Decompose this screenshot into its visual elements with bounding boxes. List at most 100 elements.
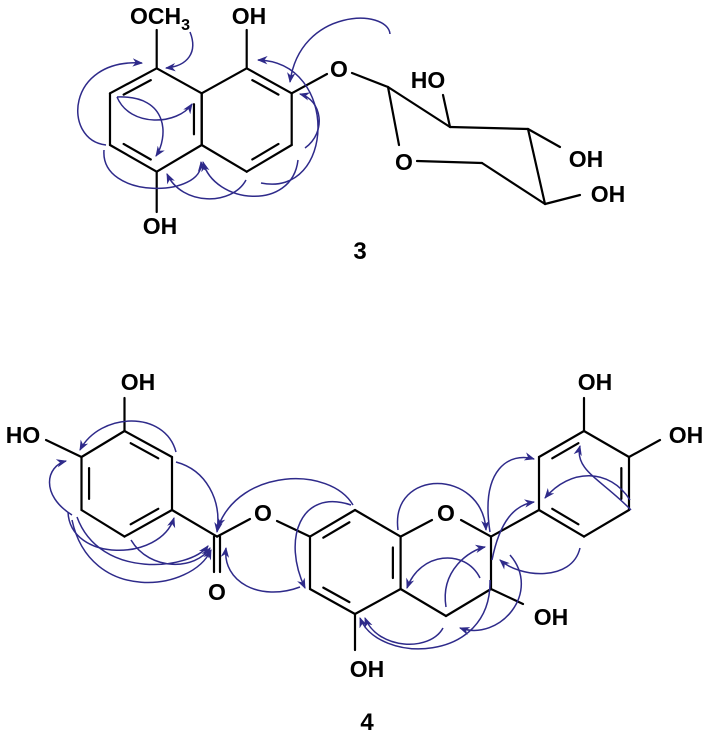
- hmbc-correlation-arrow: [77, 58, 144, 146]
- bond: [399, 587, 448, 618]
- hmbc-correlation-arrow: [164, 31, 194, 72]
- hmbc-correlation-arrow: [544, 475, 631, 501]
- ring-bond: [353, 508, 402, 538]
- double-bond-line: [129, 507, 160, 526]
- double-bond-line: [122, 142, 152, 161]
- bond: [526, 127, 547, 206]
- double-bond-line: [551, 507, 580, 526]
- hmbc-correlation-arrow: [294, 501, 352, 589]
- hmbc-correlation-arrow: [67, 511, 176, 551]
- bond: [627, 438, 662, 459]
- double-bond-line: [129, 442, 160, 460]
- glycosidic-o-label: O: [330, 56, 348, 82]
- ring-bond: [155, 67, 203, 95]
- hmbc-correlation-arrow: [79, 420, 177, 453]
- oh-c5-label: OH: [143, 213, 178, 239]
- bond: [441, 93, 452, 129]
- compound-number: 4: [360, 709, 374, 736]
- bond: [489, 508, 541, 538]
- hmbc-correlation-arrow: [76, 516, 209, 566]
- ring-bond: [353, 587, 402, 616]
- bond: [44, 438, 83, 459]
- ring-bond: [582, 429, 631, 459]
- bond: [350, 71, 390, 89]
- sugar-oh-label: OH: [591, 181, 626, 207]
- hmbc-correlation-arrow: [175, 461, 223, 534]
- hmbc-correlation-arrow: [166, 173, 247, 200]
- galloyl-ho-label: HO: [6, 422, 41, 448]
- ring-bond: [537, 508, 586, 538]
- hmbc-correlation-arrow: [406, 557, 481, 589]
- bond: [480, 161, 547, 206]
- ring-o-label: O: [437, 500, 455, 526]
- bond: [386, 85, 452, 129]
- bond: [415, 159, 484, 165]
- bond: [290, 72, 329, 95]
- sugar-ho-label: HO: [411, 67, 446, 93]
- ester-o-label: O: [254, 500, 272, 526]
- ring-bond: [308, 508, 357, 538]
- ring-bond: [200, 67, 248, 95]
- bond: [489, 587, 525, 606]
- sugar-ring-o-label: O: [395, 149, 413, 175]
- ring-bond: [582, 508, 631, 538]
- ring-bond: [123, 429, 174, 459]
- hmbc-correlation-arrow: [71, 519, 212, 584]
- bond: [275, 519, 312, 538]
- methoxy-label: OCH3: [130, 3, 190, 34]
- ring-bond: [108, 67, 158, 95]
- ring-bond: [123, 508, 174, 538]
- oh-4prime-label: OH: [669, 422, 704, 448]
- hmbc-correlation-arrow: [298, 92, 320, 149]
- hmbc-correlation-arrow: [220, 546, 301, 593]
- hmbc-correlation-arrow: [130, 539, 211, 566]
- hmbc-correlation-arrow: [364, 617, 444, 645]
- compound-4: OH HO O O O OH OH OH OH 4: [6, 369, 704, 736]
- double-bond-line: [122, 79, 152, 96]
- hmbc-correlation-arrow: [201, 159, 299, 197]
- hmbc-correlation-arrow: [444, 544, 487, 608]
- bond: [215, 517, 252, 538]
- hmbc-correlation-arrow: [359, 579, 491, 650]
- oh-5-label: OH: [350, 656, 385, 682]
- hmbc-correlation-arrow: [499, 547, 581, 575]
- ring-bond: [80, 429, 126, 459]
- hmbc-correlation-arrow: [103, 149, 207, 189]
- bond: [170, 508, 219, 538]
- hmbc-correlation-arrow: [48, 459, 73, 516]
- double-bond-line: [251, 79, 280, 96]
- ring-bond: [245, 67, 293, 95]
- bond: [543, 193, 582, 206]
- ring-bond: [245, 143, 293, 173]
- ring-bond: [155, 143, 203, 173]
- carbonyl-o-label: O: [208, 579, 226, 605]
- hmbc-correlation-arrow: [396, 482, 490, 532]
- bond: [386, 85, 401, 147]
- bond: [444, 587, 493, 618]
- hmbc-correlation-arrow: [116, 96, 165, 157]
- compound-number: 3: [353, 238, 366, 265]
- sugar-oh-label: OH: [569, 146, 604, 172]
- hmbc-correlation-arrow: [217, 478, 354, 528]
- ring-bond: [308, 587, 357, 616]
- double-bond-line: [322, 586, 351, 604]
- ring-bond: [108, 143, 158, 173]
- bond: [448, 125, 530, 131]
- hmbc-correlation-arrow: [487, 452, 536, 533]
- bond-skeleton: [44, 28, 662, 652]
- compound-3: OCH3 OH OH O O HO OH OH 3: [130, 3, 625, 265]
- bond: [459, 518, 493, 538]
- hmbc-arrows: [48, 17, 632, 650]
- oh-c1-label: OH: [232, 3, 267, 29]
- double-bond-line: [322, 521, 351, 539]
- oh-3-label: OH: [534, 604, 569, 630]
- bond: [399, 518, 434, 538]
- hmbc-correlation-arrow: [116, 96, 193, 121]
- ring-bond: [80, 508, 126, 538]
- ring-bond: [200, 143, 248, 173]
- ring-bond: [537, 429, 586, 459]
- hmbc-correlation-arrow: [256, 56, 319, 185]
- galloyl-oh-label: OH: [121, 369, 156, 395]
- hmbc-correlation-arrow: [491, 499, 536, 561]
